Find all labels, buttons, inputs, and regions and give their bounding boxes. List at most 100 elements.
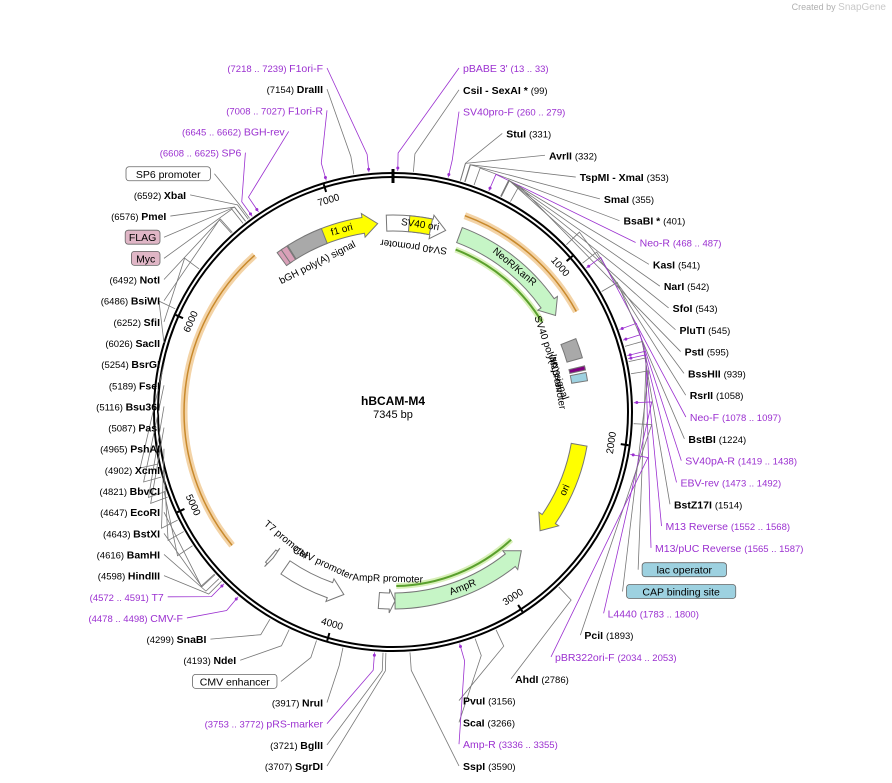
enzyme-position: (4616)	[97, 550, 127, 561]
enzyme-text: StuI (331)	[506, 128, 551, 140]
primer-name: EBV-rev	[681, 477, 722, 489]
enzyme-label: (6026) SacII	[105, 338, 160, 350]
enzyme-text: (6252) SfiI	[114, 317, 161, 329]
leader-line	[214, 173, 250, 219]
enzyme-name: Bsu36I	[126, 401, 161, 413]
enzyme-text: (6576) PmeI	[111, 211, 166, 223]
enzyme-text: (5189) FseI	[109, 380, 160, 392]
primer-mark	[323, 176, 327, 180]
enzyme-name: RsrII	[690, 390, 716, 402]
enzyme-label: BssHII (939)	[688, 368, 746, 380]
primer-label: pBR322ori-F (2034 .. 2053)	[555, 652, 677, 664]
enzyme-position: (4647)	[100, 508, 130, 519]
enzyme-text: (4598) HindIII	[98, 571, 160, 583]
leader-line	[248, 131, 290, 213]
feature-tag-box	[130, 250, 161, 266]
enzyme-position: (1224)	[719, 435, 746, 446]
feature-tag-text: FLAG	[129, 232, 156, 244]
enzyme-name: PciI	[584, 630, 606, 642]
feature-label: T7 promoter	[261, 519, 310, 563]
enzyme-text: (3721) BglII	[270, 740, 323, 752]
feature-shape	[280, 245, 297, 264]
enzyme-text: BstBI (1224)	[688, 434, 746, 446]
enzyme-name: SspI	[463, 761, 488, 773]
enzyme-label: BsaBI * (401)	[623, 216, 685, 228]
primer-position: (1552 .. 1568)	[731, 522, 790, 533]
primer-label: Neo-F (1078 .. 1097)	[690, 412, 781, 424]
enzyme-label: (4965) PshAI	[100, 444, 160, 456]
primer-label: (4572 .. 4591) T7	[90, 592, 164, 604]
ring-tick	[175, 313, 184, 320]
enzyme-name: BsiWI	[131, 296, 160, 308]
primer-mark	[631, 453, 635, 457]
leader-line	[210, 619, 271, 640]
feature-tag-text: Myc	[136, 253, 155, 265]
enzyme-name: FseI	[139, 380, 160, 392]
enzyme-name: PluTI	[680, 325, 709, 337]
feature-shape	[286, 227, 328, 260]
leader-line	[458, 629, 505, 701]
primer-mark	[624, 337, 628, 341]
enzyme-text: (3707) SgrDI	[265, 761, 323, 773]
primer-position: (260 .. 279)	[517, 108, 566, 119]
leader-line	[150, 427, 168, 505]
primer-text: Amp-R (3336 .. 3355)	[463, 739, 558, 751]
enzyme-text: KasI (541)	[653, 259, 700, 271]
enzyme-label: (4616) BamHI	[97, 549, 160, 561]
leader-line	[603, 401, 653, 614]
feature-shape	[455, 226, 559, 317]
enzyme-name: XcmI	[135, 465, 160, 477]
primer-text: Neo-R (468 .. 487)	[640, 238, 722, 250]
feature-tag-text: CAP binding site	[642, 587, 720, 599]
enzyme-label: (4193) NdeI	[183, 655, 236, 667]
enzyme-text: SfoI (543)	[673, 303, 718, 315]
enzyme-text: (3917) NruI	[272, 698, 323, 710]
leader-line	[326, 652, 387, 767]
leader-line	[550, 454, 649, 658]
ring-tick-label: 2000	[605, 431, 619, 455]
leader-line	[163, 219, 232, 301]
primer-mark	[255, 208, 259, 212]
feature-shape	[377, 588, 396, 614]
leader-line	[412, 89, 460, 172]
enzyme-text: (4821) BbvCI	[100, 486, 161, 498]
enzyme-label: (3707) SgrDI	[265, 761, 323, 773]
enzyme-position: (401)	[663, 217, 685, 228]
leader-line	[458, 638, 482, 723]
enzyme-name: BstBI	[688, 434, 718, 446]
enzyme-name: BstZ17I	[674, 499, 715, 511]
enzyme-text: (5116) Bsu36I	[96, 401, 160, 413]
leader-line	[464, 164, 600, 200]
feature-tag-box	[125, 166, 211, 182]
enzyme-name: PasI	[138, 423, 160, 435]
enzyme-position: (1514)	[715, 500, 742, 511]
enzyme-label: AhdI (2786)	[515, 674, 569, 686]
leader-line	[163, 554, 220, 592]
leader-line	[488, 173, 636, 243]
enzyme-label: (6252) SfiI	[114, 317, 161, 329]
primer-text: (4572 .. 4591) T7	[90, 592, 164, 604]
enzyme-position: (6252)	[114, 318, 144, 329]
primer-name: Neo-F	[690, 412, 722, 424]
enzyme-text: RsrII (1058)	[690, 390, 744, 402]
primer-name: pBR322ori-F	[555, 652, 617, 664]
primer-mark	[396, 166, 400, 170]
primer-name: pBABE 3'	[463, 63, 511, 75]
primer-name: M13/pUC Reverse	[655, 543, 744, 555]
enzyme-label: (5189) FseI	[109, 380, 160, 392]
enzyme-label: (4299) SnaBI	[147, 634, 207, 646]
feature-tag-text: lac operator	[657, 565, 713, 577]
leader-line	[163, 257, 200, 322]
enzyme-text: BstZ17I (1514)	[674, 499, 742, 511]
leader-line	[167, 583, 225, 598]
feature-tag: CMV enhancer	[192, 673, 278, 689]
enzyme-name: BbvCI	[130, 486, 160, 498]
feature-label: AmpR promoter	[352, 572, 424, 585]
enzyme-text: BssHII (939)	[688, 368, 746, 380]
enzyme-name: SacII	[135, 338, 160, 350]
primer-mark	[488, 186, 492, 190]
enzyme-name: BglII	[300, 740, 323, 752]
feature-tag: Myc	[130, 250, 161, 266]
enzyme-name: NdeI	[213, 655, 236, 667]
